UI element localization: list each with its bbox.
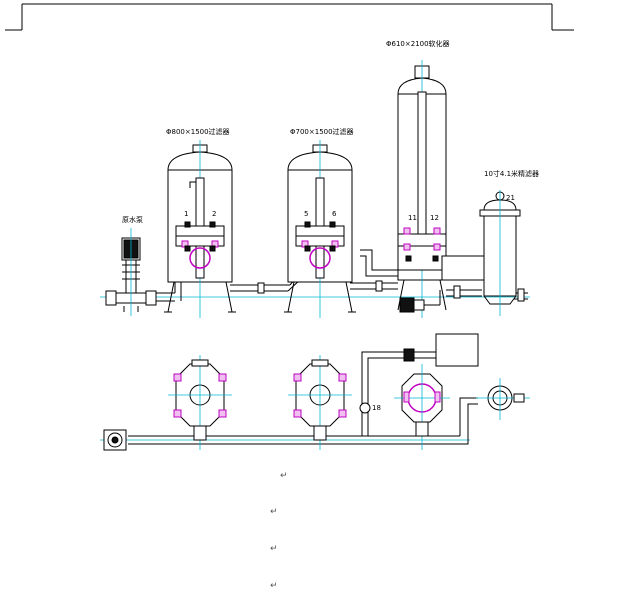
return-mark-icon: ↵: [270, 507, 278, 517]
page-frame: [5, 3, 574, 31]
plan-tank-2: [288, 355, 352, 450]
tank-3-softener: [397, 60, 487, 318]
label-tank1: Φ800×1500过滤器: [166, 127, 230, 136]
tank-2: [284, 140, 356, 318]
plan-filter: [476, 378, 530, 420]
pipe-tank2-tank3: [350, 249, 398, 292]
valve-label-b18: 18: [372, 404, 381, 412]
tank-1: [164, 140, 236, 318]
plan-main-pipe: [100, 397, 478, 445]
valve-label-t2b: 6: [332, 210, 337, 218]
plan-tank-3: [359, 333, 479, 450]
return-mark-icon: ↵: [270, 581, 278, 591]
valve-label-t1b: 2: [212, 210, 216, 218]
plan-pump: [103, 429, 127, 451]
raw-water-pump: [105, 228, 157, 316]
valve-label-p21: 21: [506, 194, 515, 202]
label-tank2: Φ700×1500过滤器: [290, 127, 354, 136]
valve-label-t3b: 12: [430, 214, 439, 222]
return-mark-icon: ↵: [270, 544, 278, 554]
valve-label-t1a: 1: [184, 210, 188, 218]
return-mark-icon: ↵: [280, 471, 288, 481]
booster-pump: [399, 290, 441, 313]
label-pump: 原水泵: [122, 215, 143, 224]
precision-filter: [479, 190, 521, 316]
return-marks: ↵ ↵ ↵ ↵: [270, 471, 288, 591]
plan-tank-1: [168, 355, 232, 450]
label-filter: 10寸4.1米精滤器: [484, 169, 539, 178]
valve-label-t2a: 5: [304, 210, 308, 218]
label-tank3: Φ610×2100软化器: [386, 39, 450, 48]
valve-label-t3a: 11: [408, 214, 417, 222]
